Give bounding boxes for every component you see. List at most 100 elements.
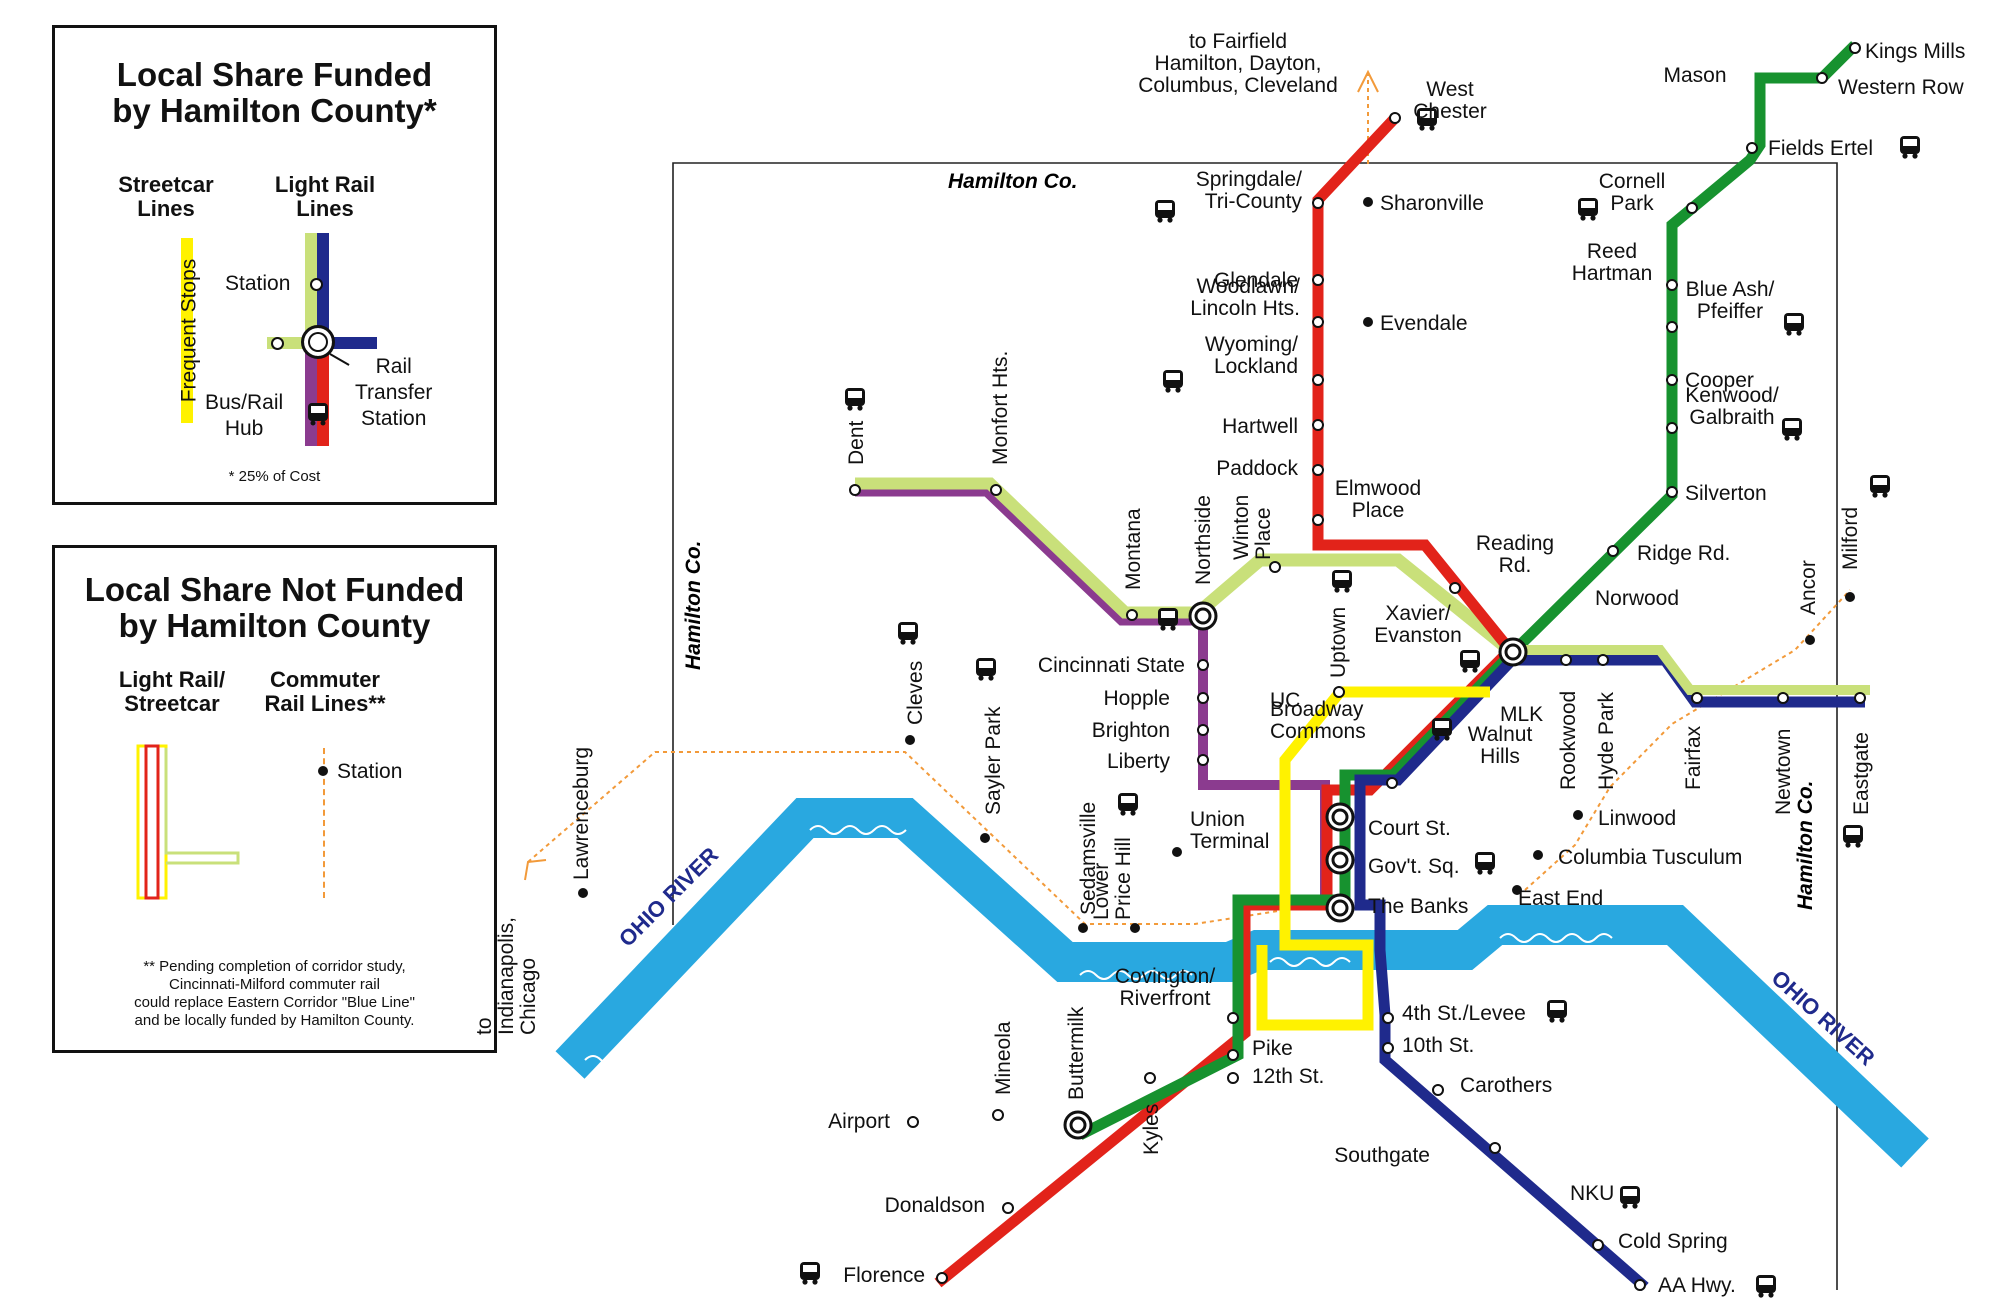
label-monfort: Monfort Hts.: [989, 351, 1012, 465]
label-uptown: Uptown: [1327, 607, 1350, 678]
legend-lightrail-streetcar-heading: Light Rail/ Streetcar: [118, 667, 226, 716]
river-waves: [584, 825, 1613, 1065]
label-east-end: East End: [1518, 887, 1603, 910]
label-airport: Airport: [828, 1110, 890, 1133]
label-fourth-levee: 4th St./Levee: [1402, 1002, 1526, 1025]
label-silverton: Silverton: [1685, 482, 1767, 505]
label-mlk: MLK: [1500, 703, 1543, 726]
legend-station-dot: [310, 278, 323, 291]
transfer-stations: [1063, 601, 1528, 1140]
label-cleves: Cleves: [904, 661, 927, 725]
legend-lightrail-vertical-top-lime: [305, 233, 317, 348]
label-linwood: Linwood: [1598, 807, 1676, 830]
label-uc: UC: [1270, 689, 1300, 712]
label-western-row: Western Row: [1838, 76, 1964, 99]
legend-funded-title-2: by Hamilton County*: [112, 92, 437, 129]
label-tenth: 10th St.: [1402, 1034, 1474, 1057]
county-boundary: [672, 162, 1838, 1290]
label-springdale: Springdale/Tri-County: [1196, 168, 1303, 213]
line-green: [1077, 41, 1859, 1140]
label-milford: Milford: [1839, 507, 1862, 570]
to-indianapolis-arrow: [524, 859, 547, 881]
label-donaldson: Donaldson: [885, 1194, 985, 1217]
label-lower-price-hill: LowerPrice Hill: [1090, 837, 1135, 920]
label-pike: Pike: [1252, 1037, 1293, 1060]
label-mineola: Mineola: [992, 1021, 1015, 1095]
label-paddock: Paddock: [1216, 457, 1298, 480]
line-yellow-streetcar: [1256, 686, 1490, 1031]
label-florence: Florence: [843, 1264, 925, 1287]
legend-transfer-station-icon: [301, 325, 335, 359]
legend-commuter-station-label: Station: [337, 760, 403, 783]
label-norwood: Norwood: [1595, 587, 1679, 610]
legend-unfunded-line-swatch: [136, 744, 240, 900]
label-sayler-park: Sayler Park: [982, 706, 1005, 815]
commuter-rail-lines: [527, 72, 1851, 925]
county-label-right: Hamilton Co.: [1794, 781, 1817, 911]
county-label-top: Hamilton Co.: [948, 170, 1078, 193]
label-xavier: Xavier/Evanston: [1374, 602, 1462, 647]
label-columbia-tusculum: Columbia Tusculum: [1558, 846, 1742, 869]
label-to-indianapolis: toIndianapolis,Chicago: [473, 917, 540, 1035]
label-nku: NKU: [1570, 1182, 1614, 1205]
label-kenwood: Kenwood/Galbraith: [1685, 384, 1779, 429]
label-hartwell: Hartwell: [1222, 415, 1298, 438]
label-hopple: Hopple: [1103, 687, 1170, 710]
legend-lightrail-heading: Light Rail Lines: [274, 172, 376, 221]
label-fields-ertel: Fields Ertel: [1768, 137, 1873, 160]
legend-commuter-station-dot: [318, 766, 328, 776]
commuter-station-dots: [578, 197, 1855, 933]
legend-rail-transfer-label: Rail Transfer Station: [355, 355, 433, 430]
label-sharonville: Sharonville: [1380, 192, 1484, 215]
commuter-line-east: [1524, 589, 1851, 891]
legend-stop-dot: [271, 337, 284, 350]
label-cooper: Cooper: [1685, 369, 1754, 392]
county-label-left: Hamilton Co.: [682, 541, 705, 671]
legend-not-funded: Local Share Not Funded by Hamilton Count…: [52, 545, 497, 1053]
line-purple-south: [1198, 620, 1330, 905]
legend-notfunded-title-2: by Hamilton County: [118, 607, 431, 644]
label-carothers: Carothers: [1460, 1074, 1552, 1097]
label-blue-ash: Blue Ash/Pfeiffer: [1686, 278, 1775, 323]
legend-lightrail-vertical-bottom-red: [317, 348, 329, 446]
label-covington: Covington/Riverfront: [1115, 965, 1216, 1010]
label-liberty: Liberty: [1107, 750, 1171, 773]
legend-bus-rail-hub-label: Bus/Rail Hub: [205, 391, 284, 440]
label-ancor: Ancor: [1797, 560, 1820, 615]
label-lawrenceburg: Lawrenceburg: [570, 747, 593, 880]
to-fairfield-arrow: [1357, 69, 1379, 93]
legend-funded-footnote: * 25% of Cost: [228, 468, 321, 485]
label-the-banks: The Banks: [1368, 895, 1468, 918]
label-court: Court St.: [1368, 817, 1451, 840]
label-dent: Dent: [845, 420, 868, 465]
legend-commuter-heading: Commuter Rail Lines**: [264, 667, 386, 716]
legend-lightrail-vertical-top-blue: [317, 233, 329, 348]
label-woodlawn: Woodlawn/Lincoln Hts.: [1190, 275, 1300, 320]
label-kings-mills: Kings Mills: [1865, 40, 1965, 63]
legend-bus-icon: [308, 403, 328, 426]
label-wyoming: Wyoming/Lockland: [1205, 333, 1298, 378]
label-cincinnati-state: Cincinnati State: [1038, 654, 1185, 677]
label-rookwood: Rookwood: [1557, 691, 1580, 790]
label-winton: WintonPlace: [1230, 495, 1275, 560]
label-montana: Montana: [1122, 508, 1145, 590]
label-aa-hwy: AA Hwy.: [1658, 1274, 1736, 1297]
label-govt-sq: Gov't. Sq.: [1368, 855, 1460, 878]
label-eastgate: Eastgate: [1850, 732, 1873, 815]
label-hyde-park: Hyde Park: [1595, 691, 1618, 790]
legend-streetcar-swatch: [181, 238, 193, 423]
label-glendale: Glendale: [1214, 269, 1298, 292]
label-sedamsville: Sedamsville: [1077, 802, 1100, 915]
legend-notfunded-title-1: Local Share Not Funded: [84, 571, 465, 608]
legend-funded-title-1: Local Share Funded: [116, 56, 433, 93]
legend-streetcar-heading: Streetcar Lines: [118, 172, 214, 221]
